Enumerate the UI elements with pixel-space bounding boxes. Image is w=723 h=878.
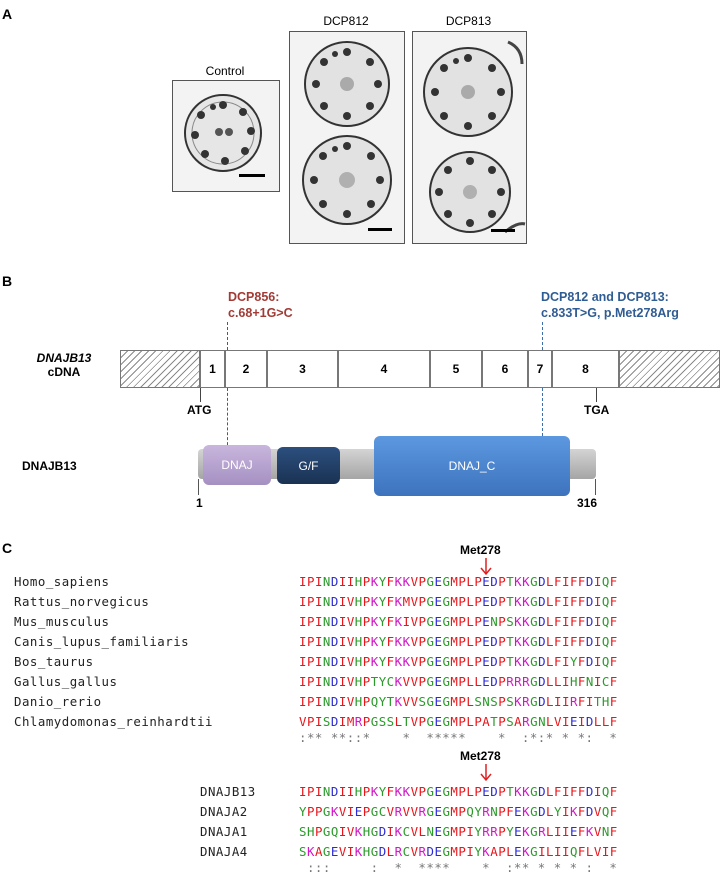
sequence-name: DNAJA4 [200, 844, 248, 859]
dcp812-label: DCP812 [323, 14, 369, 28]
exon-6: 6 [482, 350, 528, 388]
mutation-dcp856: DCP856: c.68+1G>C [228, 289, 293, 321]
met278-label-paralog: Met278 [460, 749, 501, 763]
sequence-residues: IPINDIIHPKYFKKVPGEGMPLPEDPTKKGDLFIFFDIQF [299, 784, 618, 799]
control-em-image [172, 80, 280, 192]
met278-arrow-paralog [480, 764, 492, 782]
start-tick [198, 479, 199, 495]
mutation-dcp856-variant: c.68+1G>C [228, 306, 293, 320]
met278-label-species: Met278 [460, 543, 501, 557]
gene-name: DNAJB13 [36, 351, 92, 365]
exon-5: 5 [430, 350, 482, 388]
sequence-residues: IPINDIVHPQYTKVVSGEGMPLSNSPSKRGDLIIRFITHF [299, 694, 618, 709]
domain-gf: G/F [277, 447, 340, 484]
atg-label: ATG [187, 403, 212, 417]
sequence-residues: IPINDIVHPKYFKMVPGEGMPLPEDPTKKGDLFIFFDIQF [299, 594, 618, 609]
consensus-line: :** **::* * ***** * :*:* * *: * [299, 730, 618, 745]
utr-5prime [120, 350, 200, 388]
panel-letter-b: B [2, 273, 13, 289]
sequence-name: DNAJB13 [200, 784, 256, 799]
mutation-dcp812-813-title: DCP812 and DCP813: [541, 290, 669, 304]
sequence-name: Canis_lupus_familiaris [14, 634, 190, 649]
cdna-diagram: 1 2 3 4 5 6 7 8 [120, 350, 720, 388]
exon-4: 4 [338, 350, 430, 388]
sequence-residues: SHPGQIVKHGDIKCVLNEGMPIYRRPYEKGRLIIEFKVNF [299, 824, 618, 839]
sequence-name: Chlamydomonas_reinhardtii [14, 714, 213, 729]
exon-2: 2 [225, 350, 267, 388]
atg-tick [200, 388, 201, 402]
dcp856-marker-bottom [227, 388, 228, 450]
dcp856-marker-top [227, 322, 228, 350]
sequence-name: DNAJA2 [200, 804, 248, 819]
sequence-residues: IPINDIVHPTYCKVVPGEGMPLLEDPRRRGDLLIHFNICF [299, 674, 618, 689]
mutation-dcp812-813: DCP812 and DCP813: c.833T>G, p.Met278Arg [541, 289, 679, 321]
domain-dnaj: DNAJ [203, 445, 271, 485]
exon-3: 3 [267, 350, 338, 388]
sequence-residues: IPINDIVHPKYFKIVPGEGMPLPENPSKKGDLFIFFDIQF [299, 614, 618, 629]
dcp812-em-image [289, 31, 405, 244]
sequence-name: Bos_taurus [14, 654, 94, 669]
panel-letter-c: C [2, 540, 13, 556]
dcp813-em-image [412, 31, 527, 244]
sequence-residues: IPINDIIHPKYFKKVPGEGMPLPEDPTKKGDLFIFFDIQF [299, 574, 618, 589]
gene-label: DNAJB13 cDNA [22, 351, 106, 379]
sequence-name: DNAJA1 [200, 824, 248, 839]
sequence-name: Homo_sapiens [14, 574, 110, 589]
met278-marker-top [542, 322, 543, 350]
tga-label: TGA [584, 403, 610, 417]
protein-start: 1 [196, 496, 203, 510]
domain-dnaj-c: DNAJ_C [374, 436, 570, 496]
panel-letter-a: A [2, 6, 13, 22]
sequence-residues: SKAGEVIKHGDLRCVRDEGMPIYKAPLEKGILIIQFLVIF [299, 844, 618, 859]
met278-arrow-species [480, 558, 492, 576]
consensus-line: ::: : * **** * :** * * * : * [299, 860, 618, 875]
paralog-alignment: DNAJB13 IPINDIIHPKYFKKVPGEGMPLPEDPTKKGDLF… [0, 784, 723, 878]
exon-1: 1 [200, 350, 225, 388]
protein-end: 316 [577, 496, 598, 510]
sequence-residues: IPINDIVHPKYFKKVPGEGMPLPEDPTKKGDLFIFFDIQF [299, 634, 618, 649]
end-tick [595, 479, 596, 495]
sequence-residues: YPPGKVIEPGCVRVVRGEGMPQYRNPFEKGDLYIKFDVQF [299, 804, 618, 819]
exon-8: 8 [552, 350, 619, 388]
sequence-name: Mus_musculus [14, 614, 110, 629]
mutation-dcp812-813-variant: c.833T>G, p.Met278Arg [541, 306, 679, 320]
exon-7: 7 [528, 350, 552, 388]
gene-sub: cDNA [47, 365, 81, 379]
sequence-residues: VPISDIMRPGSSLTVPGEGMPLPATPSARGNLVIEIDLLF [299, 714, 618, 729]
species-alignment: Homo_sapiens IPINDIIHPKYFKKVPGEGMPLPEDPTK… [0, 574, 723, 745]
utr-3prime [619, 350, 720, 388]
mutation-dcp856-title: DCP856: [228, 290, 280, 304]
met278-marker-bottom [542, 388, 543, 436]
dcp813-label: DCP813 [445, 14, 492, 28]
protein-label: DNAJB13 [22, 459, 77, 473]
sequence-residues: IPINDIVHPKYFKKVPGEGMPLPEDPTKKGDLFIYFDIQF [299, 654, 618, 669]
tga-tick [596, 388, 597, 402]
control-label: Control [205, 64, 245, 78]
sequence-name: Rattus_norvegicus [14, 594, 150, 609]
sequence-name: Danio_rerio [14, 694, 102, 709]
sequence-name: Gallus_gallus [14, 674, 118, 689]
